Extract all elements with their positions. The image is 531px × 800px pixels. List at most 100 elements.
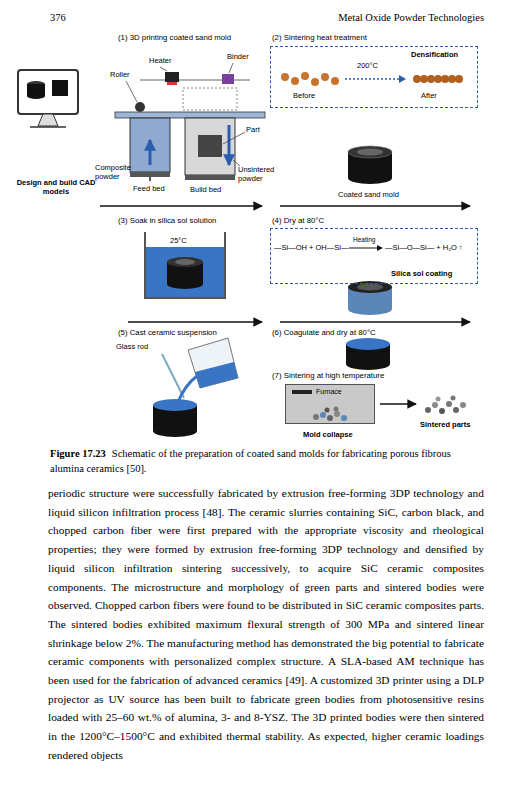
binder-jet-printer-part <box>126 81 137 102</box>
binder-jet-printer-part <box>228 125 231 165</box>
node-text: After <box>421 91 437 100</box>
coated-sand-mold-part <box>357 149 383 156</box>
node-art-part <box>420 75 428 83</box>
node-art-part <box>281 73 289 81</box>
sintered-parts <box>425 396 466 415</box>
node-art-part <box>325 408 330 413</box>
node-art-part <box>301 72 309 80</box>
coated-sand-mold <box>348 146 392 184</box>
node-art-part <box>327 415 333 421</box>
node-art-part <box>448 75 456 83</box>
body-paragraph: periodic structure were successfully fab… <box>48 484 484 765</box>
running-head: Metal Oxide Powder Technologies <box>284 12 484 25</box>
node-text: —Si—O—Si— + H₂O ↑ <box>385 243 463 252</box>
part-label: Roller <box>110 70 130 79</box>
sintered-parts-part <box>446 401 452 407</box>
step-title: (2) Sintering heat treatment <box>272 33 367 42</box>
silica-coated-mold <box>348 281 392 315</box>
page-number: 376 <box>50 12 66 25</box>
node-text: Silica sol coating <box>391 269 452 278</box>
node-art-part <box>441 75 449 83</box>
binder-jet-printer-part <box>167 82 177 85</box>
binder-jet-printer-part <box>149 140 152 165</box>
binder-jet-printer-part <box>229 63 233 73</box>
step-title: (6) Coagulate and dry at 80°C <box>272 328 376 337</box>
dashed-panel: 200°C DensificationBefore After <box>270 46 478 108</box>
step-title: (1) 3D printing coated sand mold <box>118 33 231 42</box>
sintered-parts-part <box>439 408 445 414</box>
furnace-box: Furnace <box>285 384 375 424</box>
silica-sol-beaker-part <box>175 259 195 265</box>
process-arrow-part <box>380 403 416 405</box>
silica-sol-beaker-part <box>145 232 225 298</box>
binder-jet-printer-part <box>165 72 179 82</box>
part-label: Unsintered powder <box>238 165 278 183</box>
part-label: Glass rod <box>116 342 148 351</box>
node-art-part <box>377 245 383 251</box>
cad-monitor <box>18 70 78 127</box>
node-text: 200°C <box>357 61 378 70</box>
coagulated-mold <box>346 338 390 370</box>
node-art-part <box>399 75 406 83</box>
binder-jet-printer-part <box>115 112 265 118</box>
binder-jet-printer-part <box>183 88 237 110</box>
step-title: (4) Dry at 80°C <box>272 216 324 225</box>
node-art-part <box>331 77 339 85</box>
node-art-part <box>349 248 379 249</box>
node-art-part <box>427 75 435 83</box>
binder-jet-printer-part <box>222 74 234 84</box>
part-label: Build bed <box>190 185 221 194</box>
part-label: 25°C <box>170 236 187 245</box>
silica-sol-beaker-part <box>167 257 203 267</box>
binder-jet-printer-part <box>149 177 151 181</box>
step-title: (5) Cast ceramic suspension <box>118 328 217 337</box>
sintered-parts-part <box>432 402 438 408</box>
part-label: Binder <box>227 52 249 61</box>
casting-illustration-part <box>153 399 197 411</box>
part-label: Heater <box>149 56 172 65</box>
dashed-panel: —Si—OH + OH—Si—Heating—Si—O—Si— + H₂O ↑S… <box>270 228 478 284</box>
silica-sol-beaker <box>145 232 225 298</box>
process-arrow <box>100 206 470 404</box>
casting-illustration-part <box>178 376 197 402</box>
casting-illustration-part <box>195 362 238 388</box>
sintered-parts-part <box>436 397 441 402</box>
node-art-part <box>313 414 319 420</box>
part-label: Composite powder <box>95 163 129 181</box>
node-art-part <box>321 73 329 81</box>
binder-jet-printer-part <box>130 172 170 177</box>
silica-coated-mold-part <box>357 284 383 291</box>
node-art-part <box>413 75 421 83</box>
node-text: Densification <box>411 50 458 59</box>
node-text: —Si—OH + OH—Si— <box>274 243 348 252</box>
binder-jet-printer-part <box>135 102 145 112</box>
casting-illustration-part <box>162 354 184 398</box>
node-art-part <box>334 407 339 412</box>
binder-jet-printer-part <box>160 67 167 71</box>
binder-jet-printer-part <box>130 118 170 172</box>
process-arrow-part <box>128 321 262 323</box>
sintered-parts-part <box>453 407 459 413</box>
step-title: (3) Soak in silica sol solution <box>118 216 216 225</box>
part-label: Sintered parts <box>420 420 470 429</box>
binder-jet-printer-part <box>185 118 235 175</box>
coated-sand-mold-part <box>348 146 392 158</box>
casting-illustration-part <box>188 338 238 388</box>
sintered-parts-part <box>425 407 431 413</box>
node-art-part <box>292 390 312 394</box>
cad-monitor-part <box>30 126 66 128</box>
silica-coated-mold-part <box>348 281 392 293</box>
node-art-part <box>320 412 326 418</box>
cad-monitor-part <box>27 84 45 99</box>
node-art-part <box>341 415 347 421</box>
binder-jet-printer-part <box>198 135 222 157</box>
node-art-part <box>334 411 340 417</box>
node-text: Before <box>293 91 315 100</box>
step-title: (7) Sintering at high temperature <box>272 371 384 380</box>
node-art-part <box>291 77 299 85</box>
part-label: Part <box>246 125 260 134</box>
sintered-parts-part <box>460 402 466 408</box>
cad-monitor-part <box>52 80 68 96</box>
part-label: Coated sand mold <box>338 190 399 199</box>
